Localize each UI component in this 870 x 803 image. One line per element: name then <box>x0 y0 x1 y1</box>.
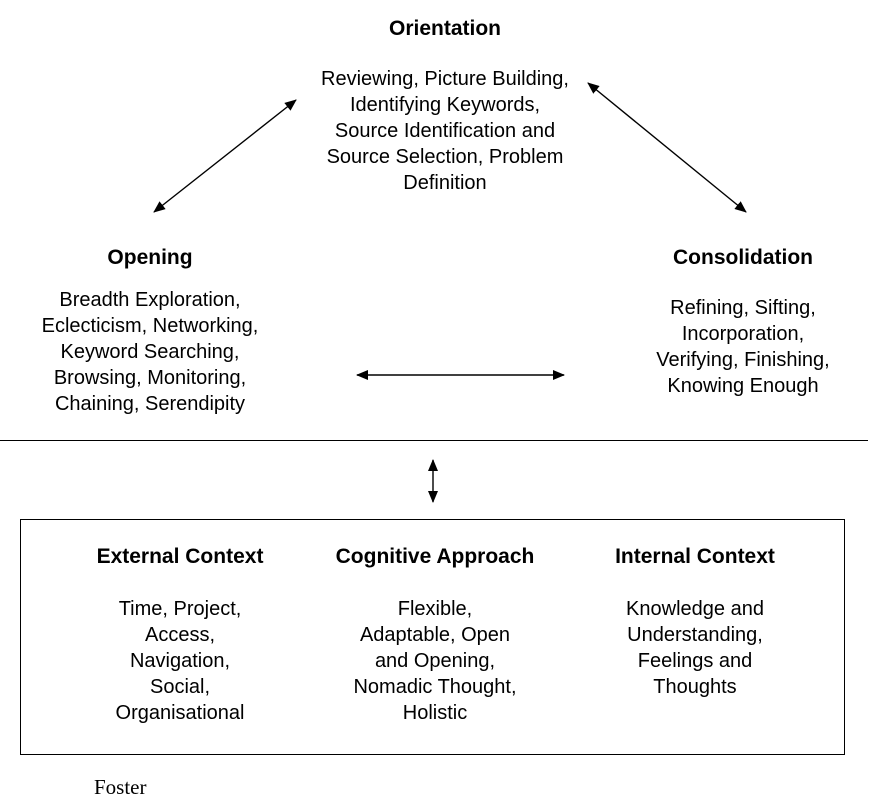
context-internal: Internal Context Knowledge and Understan… <box>580 544 810 700</box>
orientation-line: Definition <box>403 172 487 194</box>
consolidation-heading: Consolidation <box>673 246 813 269</box>
arrow-orientation-opening <box>153 99 297 213</box>
internal-context-line: Thoughts <box>653 676 737 698</box>
cognitive-approach-line: Flexible, <box>397 598 473 620</box>
opening-line: Breadth Exploration, <box>59 289 241 311</box>
cognitive-approach-line: Holistic <box>402 702 468 724</box>
external-context-line: Organisational <box>115 702 245 724</box>
opening-line: Chaining, Serendipity <box>54 393 246 415</box>
opening-description: Breadth Exploration, Eclecticism, Networ… <box>10 287 290 417</box>
orientation-heading: Orientation <box>388 17 501 40</box>
source-credit: Foster <box>94 775 147 799</box>
opening-line: Eclecticism, Networking, <box>41 315 259 337</box>
cognitive-approach-line: Adaptable, Open <box>359 624 511 646</box>
context-external: External Context Time, Project, Access, … <box>60 544 300 726</box>
external-context-line: Navigation, <box>129 650 231 672</box>
cognitive-approach-heading: Cognitive Approach <box>335 545 535 568</box>
external-context-heading: External Context <box>96 545 264 568</box>
external-context-line: Access, <box>144 624 216 646</box>
cognitive-approach-line: Nomadic Thought, <box>353 676 517 698</box>
internal-context-heading: Internal Context <box>615 545 775 568</box>
internal-context-line: Understanding, <box>627 624 763 646</box>
arrow-orientation-consolidation <box>587 82 747 213</box>
external-context-line: Social, <box>149 676 211 698</box>
external-context-line: Time, Project, <box>118 598 242 620</box>
orientation-line: Source Selection, Problem <box>326 146 564 168</box>
external-context-description: Time, Project, Access, Navigation, Socia… <box>60 596 300 726</box>
context-box <box>20 519 845 755</box>
section-divider <box>0 440 868 441</box>
opening-line: Keyword Searching, <box>60 341 240 363</box>
consolidation-line: Incorporation, <box>681 323 805 345</box>
orientation-line: Identifying Keywords, <box>349 94 541 116</box>
orientation-description: Reviewing, Picture Building, Identifying… <box>290 66 600 196</box>
stage-orientation: Orientation Reviewing, Picture Building,… <box>290 16 600 196</box>
consolidation-description: Refining, Sifting, Incorporation, Verify… <box>628 295 858 399</box>
consolidation-line: Knowing Enough <box>667 375 819 397</box>
internal-context-line: Feelings and <box>637 650 753 672</box>
consolidation-line: Verifying, Finishing, <box>656 349 830 371</box>
consolidation-line: Refining, Sifting, <box>670 297 816 319</box>
opening-heading: Opening <box>107 246 193 269</box>
internal-context-description: Knowledge and Understanding, Feelings an… <box>580 596 810 700</box>
orientation-line: Reviewing, Picture Building, <box>321 68 569 90</box>
cognitive-approach-line: and Opening, <box>374 650 496 672</box>
cognitive-approach-description: Flexible, Adaptable, Open and Opening, N… <box>305 596 565 726</box>
orientation-line: Source Identification and <box>334 120 556 142</box>
internal-context-line: Knowledge and <box>626 598 764 620</box>
stage-opening: Opening Breadth Exploration, Eclecticism… <box>10 245 290 417</box>
stage-consolidation: Consolidation Refining, Sifting, Incorpo… <box>628 245 858 399</box>
context-cognitive: Cognitive Approach Flexible, Adaptable, … <box>305 544 565 726</box>
opening-line: Browsing, Monitoring, <box>53 367 247 389</box>
